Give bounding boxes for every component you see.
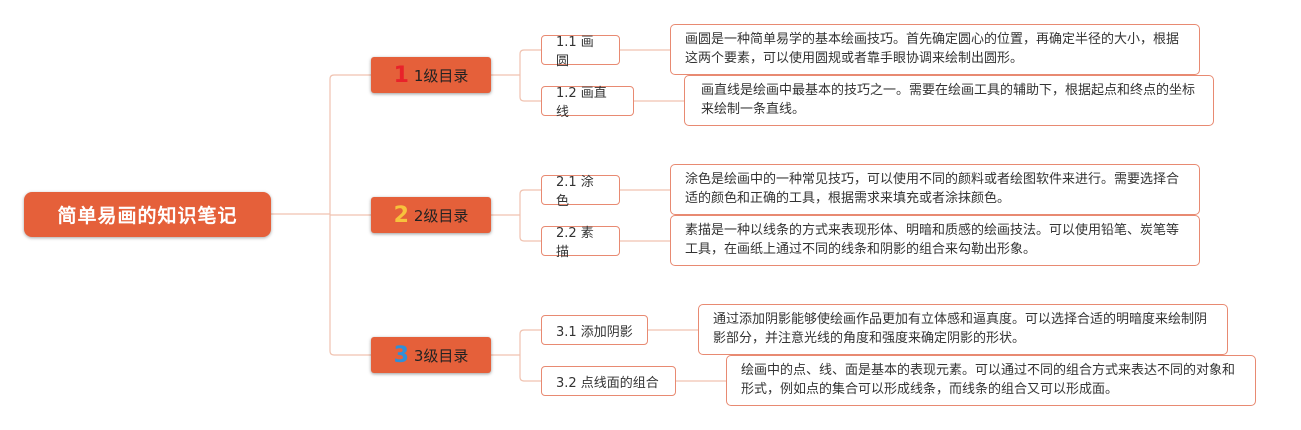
subtopic-label: 3.1 添加阴影	[556, 324, 633, 340]
branch-label-1: 1级目录	[413, 66, 469, 85]
subtopic-label: 1.2 画直线	[556, 86, 607, 120]
branch-3[interactable]: 3 3级目录	[371, 337, 491, 373]
note-text: 画圆是一种简单易学的基本绘画技巧。首先确定圆心的位置，再确定半径的大小，根据这两…	[685, 32, 1180, 66]
note-3-2[interactable]: 绘画中的点、线、面是基本的表现元素。可以通过不同的组合方式来表达不同的对象和形式…	[726, 355, 1256, 406]
note-text: 画直线是绘画中最基本的技巧之一。需要在绘画工具的辅助下，根据起点和终点的坐标来绘…	[701, 83, 1196, 117]
note-text: 绘画中的点、线、面是基本的表现元素。可以通过不同的组合方式来表达不同的对象和形式…	[741, 363, 1236, 397]
branch-number-1: 1	[393, 62, 409, 88]
connector-branch-1	[329, 74, 371, 80]
connector-sub-3-2	[519, 376, 541, 382]
note-3-1[interactable]: 通过添加阴影能够使绘画作品更加有立体感和逼真度。可以选择合适的明暗度来绘制阴影部…	[698, 304, 1228, 355]
subtopic-label: 3.2 点线面的组合	[556, 375, 659, 391]
branch-2[interactable]: 2 2级目录	[371, 197, 491, 233]
connector-sub-2-2	[519, 236, 541, 242]
note-1-1[interactable]: 画圆是一种简单易学的基本绘画技巧。首先确定圆心的位置，再确定半径的大小，根据这两…	[670, 24, 1200, 75]
connector-sub-1-2	[519, 96, 541, 102]
connector-trunk	[329, 79, 335, 356]
connector-sub-3-1	[519, 329, 541, 335]
connector-sub-2-1	[519, 189, 541, 195]
subtopic-3-1[interactable]: 3.1 添加阴影	[541, 315, 648, 345]
branch-number-3: 3	[393, 342, 409, 368]
note-text: 涂色是绘画中的一种常见技巧，可以使用不同的颜料或者绘图软件来进行。需要选择合适的…	[685, 172, 1180, 206]
connector-sub-1-1	[519, 49, 541, 55]
note-text: 素描是一种以线条的方式来表现形体、明暗和质感的绘画技法。可以使用铅笔、炭笔等工具…	[685, 223, 1180, 257]
root-topic[interactable]: 简单易画的知识笔记	[24, 192, 271, 237]
note-1-2[interactable]: 画直线是绘画中最基本的技巧之一。需要在绘画工具的辅助下，根据起点和终点的坐标来绘…	[684, 75, 1214, 126]
branch-label-3: 3级目录	[413, 346, 469, 365]
subtopic-label: 2.2 素描	[556, 226, 594, 260]
subtopic-2-1[interactable]: 2.1 涂色	[541, 175, 620, 209]
branch-1[interactable]: 1 1级目录	[371, 57, 491, 93]
branch-label-2: 2级目录	[413, 206, 469, 225]
subtopic-1-2[interactable]: 1.2 画直线	[541, 86, 634, 120]
subtopic-3-2[interactable]: 3.2 点线面的组合	[541, 366, 676, 396]
note-2-1[interactable]: 涂色是绘画中的一种常见技巧，可以使用不同的颜料或者绘图软件来进行。需要选择合适的…	[670, 164, 1200, 215]
subtopic-1-1[interactable]: 1.1 画圆	[541, 35, 620, 69]
note-text: 通过添加阴影能够使绘画作品更加有立体感和逼真度。可以选择合适的明暗度来绘制阴影部…	[713, 312, 1208, 346]
root-title: 简单易画的知识笔记	[57, 205, 238, 227]
branch-number-2: 2	[393, 202, 409, 228]
subtopic-2-2[interactable]: 2.2 素描	[541, 226, 620, 260]
note-2-2[interactable]: 素描是一种以线条的方式来表现形体、明暗和质感的绘画技法。可以使用铅笔、炭笔等工具…	[670, 215, 1200, 266]
subtopic-label: 1.1 画圆	[556, 35, 594, 69]
subtopic-label: 2.1 涂色	[556, 175, 594, 209]
